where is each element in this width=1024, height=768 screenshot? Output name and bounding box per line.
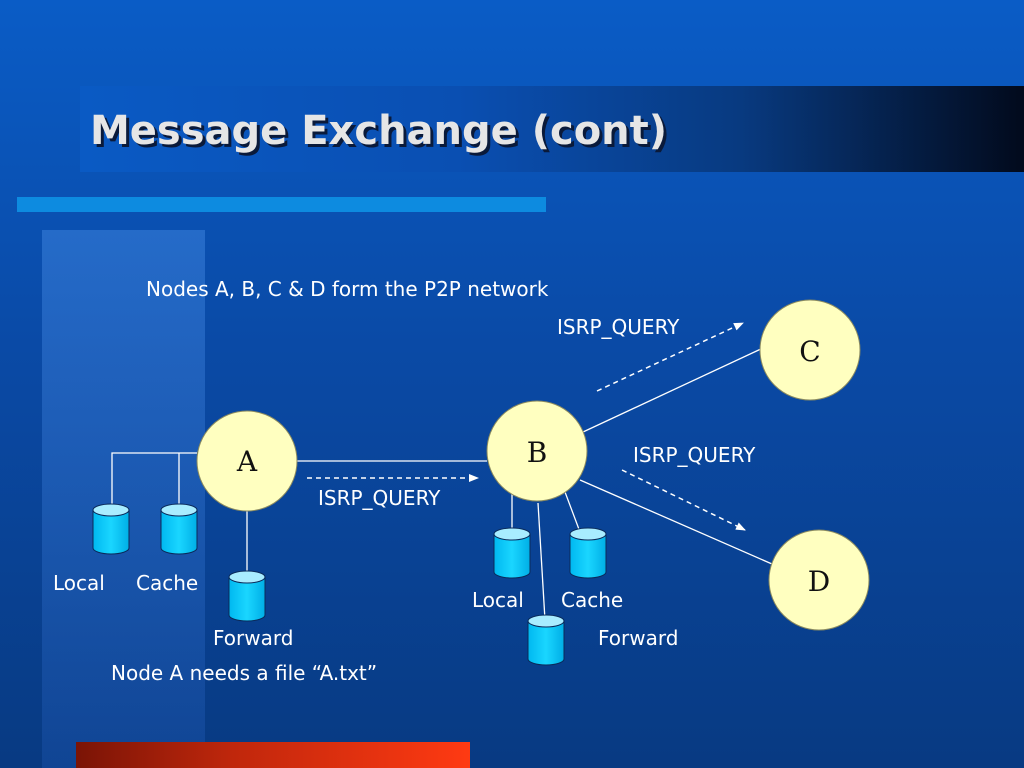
title-band	[80, 86, 1024, 172]
database-icon	[228, 570, 266, 622]
database-icon	[160, 503, 198, 555]
b-forward-label: Forward	[598, 626, 678, 650]
query-label-a-b: ISRP_QUERY	[318, 486, 441, 510]
query-label-b-c: ISRP_QUERY	[557, 315, 680, 339]
query-label-b-d: ISRP_QUERY	[633, 443, 756, 467]
node-d-label: D	[808, 565, 830, 598]
database-icon	[493, 527, 531, 579]
storage-cylinders	[92, 503, 607, 666]
network-description: Nodes A, B, C & D form the P2P network	[146, 277, 549, 301]
a-cache-label: Cache	[136, 571, 198, 595]
edge-b-d	[579, 479, 773, 565]
file-request-caption: Node A needs a file “A.txt”	[111, 661, 377, 685]
edge-b-cache	[564, 491, 581, 533]
node-b: B	[486, 400, 588, 502]
left-background-stripe	[42, 230, 205, 768]
b-cache-label: Cache	[561, 588, 623, 612]
slide-title: Message Exchange (cont)	[90, 108, 668, 154]
node-a: A	[196, 410, 298, 512]
database-icon	[527, 614, 565, 666]
database-icon	[92, 503, 130, 555]
a-local-label: Local	[53, 571, 105, 595]
title-underline	[17, 197, 546, 212]
node-a-label: A	[236, 445, 258, 478]
edge-b-forward	[537, 502, 546, 621]
a-forward-label: Forward	[213, 626, 293, 650]
database-icon	[569, 527, 607, 579]
node-b-label: B	[527, 436, 548, 469]
b-local-label: Local	[472, 588, 524, 612]
node-c: C	[759, 299, 861, 401]
query-arrow-b-d	[621, 469, 746, 531]
node-c-label: C	[799, 335, 820, 368]
connection-lines	[111, 347, 773, 621]
edge-a-local	[111, 452, 197, 508]
query-arrows	[307, 322, 746, 531]
bottom-accent-bar	[76, 742, 470, 768]
node-d: D	[768, 529, 870, 631]
edge-b-c	[582, 347, 764, 433]
